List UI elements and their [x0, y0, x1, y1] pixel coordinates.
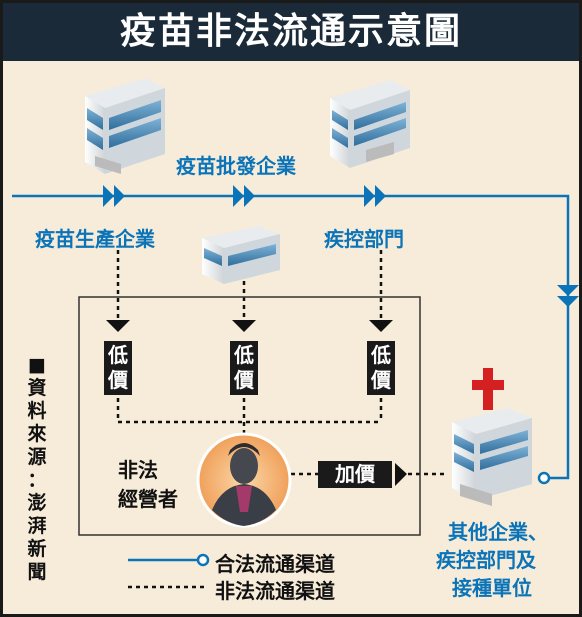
illegal-area-box [78, 296, 421, 536]
wholesaler-building-icon [330, 80, 410, 168]
source-char: 湃 [27, 515, 47, 537]
title-bar: 疫苗非法流通示意圖 [3, 3, 579, 61]
low-price-tag-2: 低 價 [230, 341, 258, 395]
illegal-operator-label-1: 非法 [118, 458, 158, 482]
cdc-building-icon [202, 226, 280, 284]
low-price-top: 低 [108, 343, 128, 367]
low-price-bottom: 價 [108, 368, 128, 392]
legal-flow-line [12, 185, 579, 485]
low-price-top: 低 [371, 343, 391, 367]
source-char: 料 [27, 400, 47, 422]
producer-building-icon [85, 78, 165, 174]
source-char: 來 [27, 423, 47, 445]
source-char: 新 [27, 538, 47, 560]
source-square: ■ [28, 354, 46, 376]
low-price-tag-3: 低 價 [367, 341, 395, 395]
wholesaler-label: 疫苗批發企業 [176, 154, 296, 178]
destination-label-3: 接種單位 [452, 576, 532, 600]
destination-label-1: 其他企業、 [448, 520, 548, 544]
source-char: 澎 [27, 492, 47, 514]
cdc-label: 疾控部門 [324, 227, 404, 251]
low-price-top: 低 [234, 343, 254, 367]
legal-legend-line [128, 553, 210, 567]
destination-label-2: 疾控部門及 [436, 548, 536, 572]
red-cross-icon [472, 368, 504, 410]
low-price-bottom: 價 [371, 368, 391, 392]
source-char: 源 [27, 446, 47, 468]
illegal-operator-label-2: 經營者 [118, 487, 178, 511]
legend-illegal-label: 非法流通渠道 [215, 579, 335, 603]
low-price-tag-1: 低 價 [104, 341, 132, 395]
illegal-flow-lines [116, 250, 448, 476]
source-char: 資 [27, 377, 47, 399]
low-price-bottom: 價 [234, 368, 254, 392]
markup-tag: 加價 [318, 461, 392, 488]
source-credit: ■ 資 料 來 源 ： 澎 湃 新 聞 [26, 354, 48, 584]
illegal-operator-avatar [196, 432, 292, 528]
destination-building-icon [452, 408, 532, 506]
legend-legal-label: 合法流通渠道 [215, 552, 335, 576]
producer-label: 疫苗生產企業 [35, 227, 155, 251]
low-price-arrowheads [106, 320, 407, 486]
diagram-title: 疫苗非法流通示意圖 [119, 11, 462, 52]
source-char: ： [27, 469, 47, 491]
source-char: 聞 [27, 561, 47, 583]
